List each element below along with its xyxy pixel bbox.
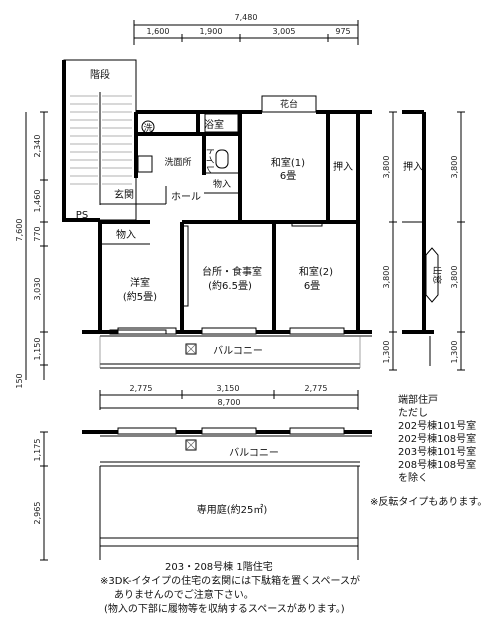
room-label-washroom: 洗面所	[164, 156, 191, 168]
room-label-wash-mark: 洗	[143, 122, 152, 134]
room-label-kitchen: 台所・食事室	[202, 265, 262, 278]
dim-left-2: 1,460	[33, 190, 42, 213]
dim-top-seg-3: 3,005	[273, 27, 296, 36]
bay-window: 出窓	[425, 247, 443, 303]
dim-mid-seg-2: 3,150	[217, 384, 240, 393]
top-dimensions: 7,480 1,600 1,900 3,005 975	[133, 13, 359, 45]
dim-top-seg-4: 975	[335, 27, 350, 36]
room-label-balcony: バルコニー	[213, 345, 263, 357]
dim-left-5: 1,150	[33, 338, 42, 361]
side-note-line-7: を除く	[398, 471, 428, 484]
room-label-western: 洋室	[130, 276, 150, 289]
fixtures: 洗	[137, 113, 239, 307]
room-label-kitchen-size: (約6.5畳)	[208, 279, 252, 292]
room-label-ps: PS	[76, 210, 88, 221]
side-note-line-6: 208号棟108号室	[398, 458, 476, 471]
room-labels: 浴室 洗面所 トイレ 物入 玄関 ホール PS 物入 洋室 (約5畳) 台所・食…	[76, 118, 423, 303]
lower-plan: バルコニー 専用庭(約25㎡) 1,175 2,965	[33, 427, 372, 561]
dim-top-seg-1: 1,600	[147, 27, 170, 36]
room-label-balcony-lower: バルコニー	[229, 447, 279, 459]
footer-line-4: (物入の下部に履物等を収納するスペースがあります。)	[104, 602, 345, 615]
room-label-bath: 浴室	[204, 118, 224, 131]
room-label-bay-window: 出窓	[431, 266, 443, 284]
side-note-line-5: 203号棟101号室	[398, 445, 476, 458]
dim-top-total: 7,480	[235, 13, 258, 22]
room-label-toilet: トイレ	[204, 146, 214, 173]
room-label-closet-hall: 物入	[213, 178, 231, 190]
room-label-entrance: 玄関	[114, 188, 134, 201]
dim-right-inner-2: 3,800	[382, 266, 391, 289]
room-label-stairs: 階段	[90, 68, 110, 81]
dim-left-1: 2,340	[33, 135, 42, 158]
side-note-line-4: 202号棟108号室	[398, 432, 476, 445]
room-label-japanese-1: 和室(1)	[271, 156, 305, 169]
reverse-type-note: ※反転タイプもあります。	[370, 496, 487, 508]
side-note-line-2: ただし	[398, 407, 428, 419]
room-label-hall: ホール	[171, 191, 201, 203]
room-label-western-size: (約5畳)	[123, 290, 157, 303]
dim-right-outer-1: 3,800	[450, 156, 459, 179]
dim-top-seg-2: 1,900	[200, 27, 223, 36]
room-label-closet-western: 物入	[116, 228, 136, 241]
dim-left-4: 3,030	[33, 278, 42, 301]
dim-right-outer-2: 3,800	[450, 266, 459, 289]
right-dimensions: 3,800 3,800 1,300 3,800 3,800 1,300	[382, 111, 465, 371]
dim-mid-total: 8,700	[218, 398, 241, 407]
footer-line-3: ありませんのでご注意下さい。	[114, 588, 254, 601]
footer-line-1: 203・208号棟 1階住宅	[165, 560, 273, 573]
stairwell: 階段	[62, 59, 137, 222]
side-note-line-3: 202号棟101号室	[398, 419, 476, 432]
dim-right-inner-3: 1,300	[382, 341, 391, 364]
room-label-japanese-2: 和室(2)	[299, 265, 333, 278]
balcony-upper: バルコニー	[99, 335, 431, 369]
room-label-garden: 専用庭(約25㎡)	[197, 503, 268, 516]
dim-left-3: 770	[33, 226, 42, 241]
dim-left-total: 7,600	[15, 219, 24, 242]
room-label-japanese-2-size: 6畳	[304, 280, 320, 292]
footer-line-2: ※3DK-イタイプの住宅の玄関には下駄箱を置くスペースが	[100, 574, 360, 587]
side-note: 端部住戸 ただし 202号棟101号室 202号棟108号室 203号棟101号…	[370, 393, 487, 508]
dim-lower-left-1: 1,175	[33, 439, 42, 462]
mid-dimensions: 2,775 3,150 2,775 8,700	[99, 384, 359, 410]
side-note-line-1: 端部住戸	[398, 393, 438, 406]
windows	[109, 221, 345, 335]
room-label-oshiire-2: 押入	[403, 160, 423, 173]
dim-mid-seg-3: 2,775	[305, 384, 328, 393]
dim-lower-left-2: 2,965	[33, 502, 42, 525]
dim-left-bottom: 150	[15, 373, 24, 388]
dim-right-outer-3: 1,300	[450, 341, 459, 364]
room-label-japanese-1-size: 6畳	[280, 170, 296, 182]
right-unit-edge	[402, 110, 434, 334]
room-label-oshiire-1: 押入	[333, 160, 353, 173]
dim-mid-seg-1: 2,775	[130, 384, 153, 393]
left-dimensions: 2,340 1,460 770 3,030 1,150 7,600 150	[15, 111, 48, 389]
dim-right-inner-1: 3,800	[382, 156, 391, 179]
room-label-flower-box: 花台	[280, 98, 298, 110]
footer-notes: 203・208号棟 1階住宅 ※3DK-イタイプの住宅の玄関には下駄箱を置くスペ…	[100, 560, 360, 615]
